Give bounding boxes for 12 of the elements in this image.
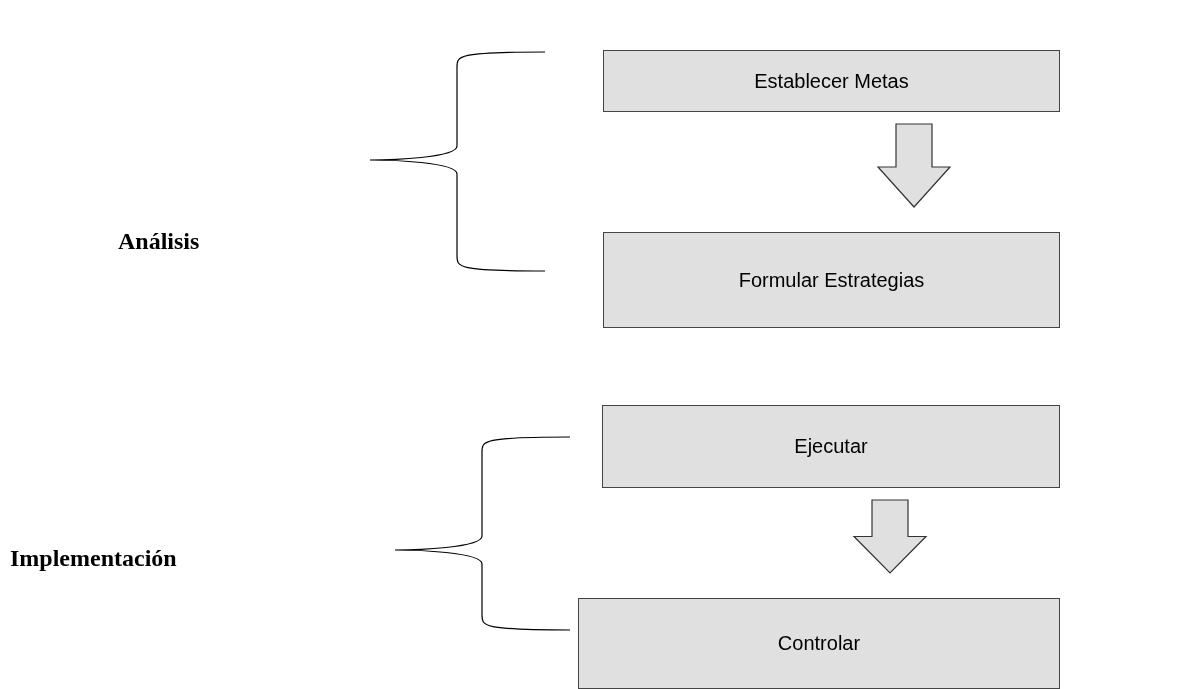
block-arrow [852,499,928,574]
box-label: Controlar [777,632,861,655]
box-label: Formular Estrategias [738,268,925,292]
process-box [603,50,1060,112]
process-box [578,598,1060,689]
box-label: Ejecutar [794,435,868,458]
box-label: Establecer Metas [754,69,909,93]
phase-label: Análisis [118,228,200,255]
block-arrow [876,123,952,208]
phase-label: Implementación [10,545,177,572]
process-box [603,232,1060,328]
process-box [602,405,1060,488]
